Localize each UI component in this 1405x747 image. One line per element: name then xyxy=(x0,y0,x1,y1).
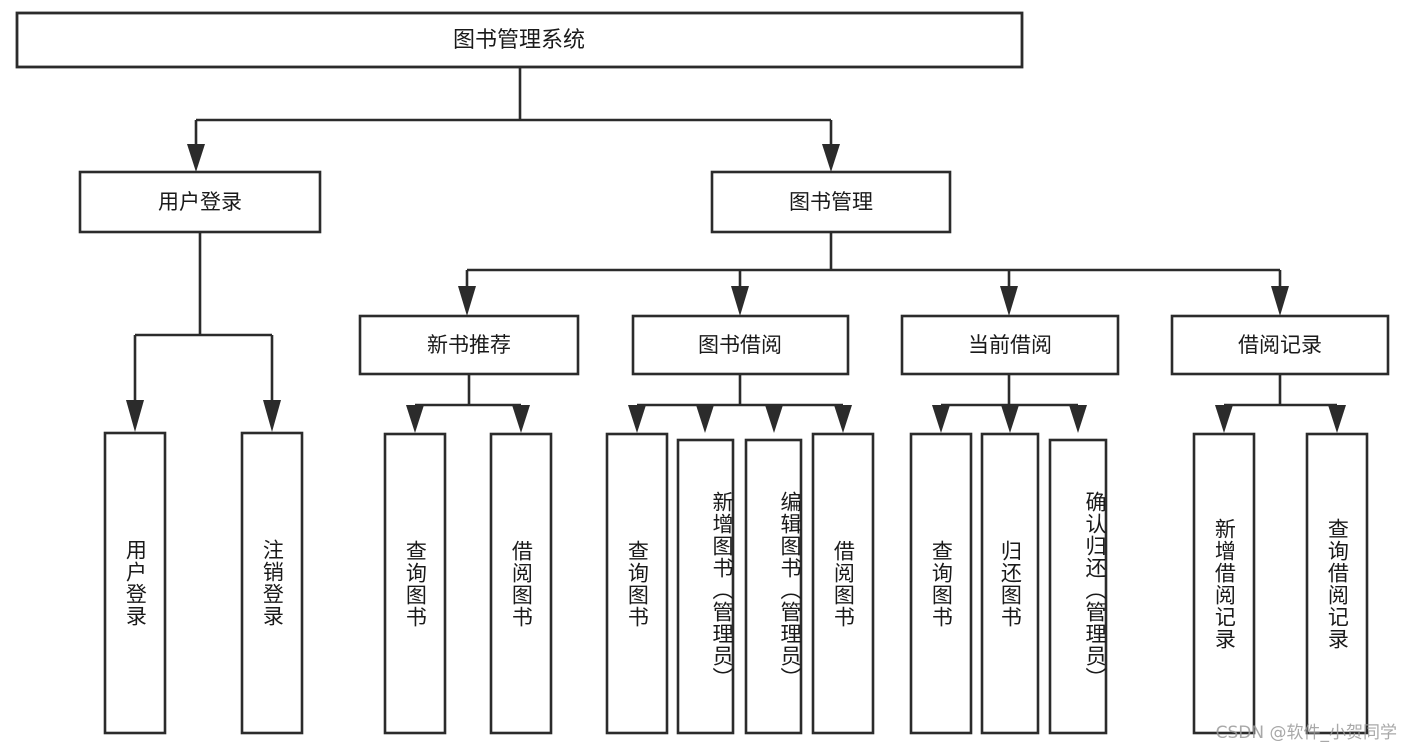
node-current-borrow-box[interactable] xyxy=(900,314,1120,376)
node-borrow-record-label: 借阅记录 xyxy=(1238,333,1322,357)
node-book-borrow[interactable]: 图书借阅 xyxy=(631,314,850,376)
leaf-box-new-book-2[interactable] xyxy=(489,432,553,735)
arrow-record-leaf-2 xyxy=(1328,405,1346,433)
node-new-book-recommend[interactable]: 新书推荐 xyxy=(358,314,580,376)
connectors-record xyxy=(1215,374,1346,433)
leaf-box-new-book-1[interactable] xyxy=(383,432,447,735)
node-book-management-box[interactable] xyxy=(710,170,952,234)
node-user-login-label: 用户登录 xyxy=(158,190,242,214)
arrow-bookmgmt-to-current xyxy=(1000,286,1018,316)
arrow-borrow-leaf-4 xyxy=(834,405,852,433)
node-borrow-record-box[interactable] xyxy=(1170,314,1390,376)
node-root-label: 图书管理系统 xyxy=(453,28,585,53)
leaf-box-current-borrow-1[interactable] xyxy=(909,432,973,735)
arrow-root-to-bookmgmt xyxy=(822,144,840,172)
connectors-newbook xyxy=(406,374,530,433)
leaf-box-user-login-2[interactable] xyxy=(240,431,304,735)
arrow-borrow-leaf-1 xyxy=(628,405,646,433)
arrow-bookmgmt-to-newbook xyxy=(458,286,476,316)
leaf-box-book-borrow-1[interactable] xyxy=(605,432,669,735)
leaf-box-user-login-1[interactable] xyxy=(103,431,167,735)
arrow-root-to-userlogin xyxy=(187,144,205,172)
node-current-borrow[interactable]: 当前借阅 xyxy=(900,314,1120,376)
arrow-userlogin-leaf-2 xyxy=(263,400,281,432)
arrow-borrow-leaf-3 xyxy=(765,405,783,433)
leaf-box-current-borrow-2[interactable] xyxy=(980,432,1040,735)
arrow-current-leaf-1 xyxy=(932,405,950,433)
connectors-current xyxy=(932,374,1087,433)
node-book-management[interactable]: 图书管理 xyxy=(710,170,952,234)
arrow-bookmgmt-to-record xyxy=(1271,286,1289,316)
node-new-book-recommend-box[interactable] xyxy=(358,314,580,376)
node-user-login-box[interactable] xyxy=(78,170,322,234)
arrow-borrow-leaf-2 xyxy=(696,405,714,433)
leaf-box-book-borrow-4[interactable] xyxy=(811,432,875,735)
connectors-root xyxy=(187,67,840,172)
leaf-box-borrow-record-2[interactable] xyxy=(1305,432,1369,735)
arrow-newbook-leaf-2 xyxy=(512,405,530,433)
node-borrow-record[interactable]: 借阅记录 xyxy=(1170,314,1390,376)
arrow-record-leaf-1 xyxy=(1215,405,1233,433)
node-book-management-label: 图书管理 xyxy=(789,190,873,214)
leaf-box-book-borrow-2[interactable] xyxy=(676,438,735,735)
node-root-box[interactable] xyxy=(15,11,1024,69)
arrow-bookmgmt-to-borrow xyxy=(731,286,749,316)
node-book-borrow-label: 图书借阅 xyxy=(698,333,782,357)
arrow-newbook-leaf-1 xyxy=(406,405,424,433)
node-root[interactable]: 图书管理系统 xyxy=(15,11,1024,69)
connectors-borrow xyxy=(628,374,852,433)
node-current-borrow-label: 当前借阅 xyxy=(968,333,1052,357)
leaf-box-book-borrow-3[interactable] xyxy=(744,438,803,735)
leaf-box-current-borrow-3[interactable] xyxy=(1048,438,1108,735)
arrow-current-leaf-3 xyxy=(1069,405,1087,433)
node-new-book-recommend-label: 新书推荐 xyxy=(427,333,511,357)
arrow-current-leaf-2 xyxy=(1001,405,1019,433)
node-book-borrow-box[interactable] xyxy=(631,314,850,376)
node-user-login[interactable]: 用户登录 xyxy=(78,170,322,234)
arrow-userlogin-leaf-1 xyxy=(126,400,144,432)
leaf-box-borrow-record-1[interactable] xyxy=(1192,432,1256,735)
connectors-userlogin xyxy=(126,232,281,432)
connectors-bookmgmt xyxy=(458,232,1289,316)
